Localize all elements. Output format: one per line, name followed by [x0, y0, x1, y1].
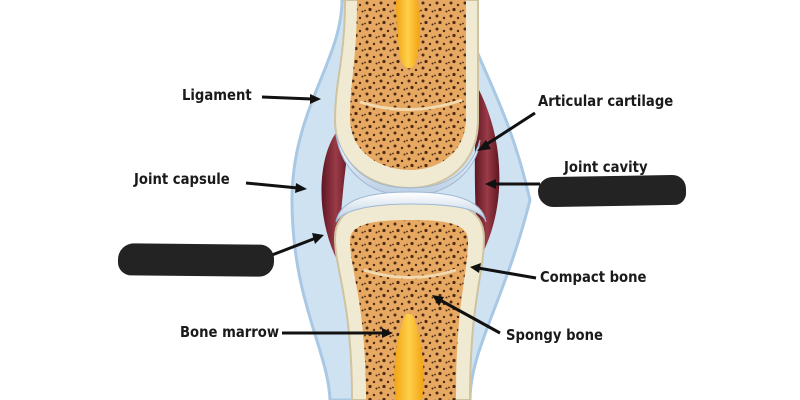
upper-bone-spongy — [350, 0, 466, 170]
compact-bone-arrow — [470, 263, 537, 280]
spongy-bone-arrow — [432, 295, 501, 335]
upper-articular-cartilage — [335, 134, 481, 197]
articular-cartilage-arrow — [477, 111, 536, 151]
ligament-arrow — [261, 94, 321, 104]
redacted-arrow — [271, 233, 324, 257]
redaction-bar-left — [117, 243, 275, 277]
joint-capsule-left — [321, 130, 350, 262]
leader-arrows — [245, 94, 540, 338]
lower-bone-marrow — [394, 313, 424, 400]
joint-capsule-arrow — [245, 181, 307, 193]
upper-bone-marrow — [396, 0, 420, 69]
joint-capsule-right — [474, 88, 500, 262]
label-spongy-bone: Spongy bone — [506, 326, 603, 344]
label-articular-cartilage: Articular cartilage — [538, 92, 674, 110]
lower-bone-spongy — [350, 220, 468, 400]
upper-growth-line — [359, 98, 463, 112]
label-compact-bone: Compact bone — [540, 268, 647, 286]
label-joint-cavity: Joint cavity — [564, 158, 648, 176]
lower-articular-cartilage — [335, 191, 487, 223]
bone-marrow-arrow — [282, 328, 393, 338]
lower-growth-line — [363, 268, 457, 279]
label-bone-marrow: Bone marrow — [180, 323, 280, 341]
joint-cavity-arrow — [485, 179, 540, 189]
redaction-bar-right — [537, 174, 687, 208]
label-joint-capsule: Joint capsule — [134, 170, 230, 188]
label-ligament: Ligament — [182, 86, 252, 104]
